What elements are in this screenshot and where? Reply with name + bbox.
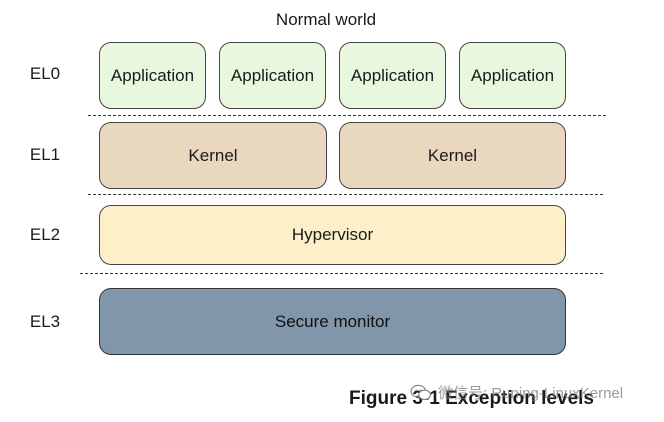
application-label: Application <box>350 65 435 85</box>
el1-label: EL1 <box>29 145 61 164</box>
hypervisor-label: Hypervisor <box>291 225 374 244</box>
watermark-text: 微信号: Runing-LinuxKernel <box>438 385 624 402</box>
watermark: 微信号: Runing-LinuxKernel <box>410 382 623 403</box>
el2-label: EL2 <box>29 225 61 244</box>
application-label: Application <box>470 65 555 85</box>
hypervisor-box: Hypervisor <box>99 205 566 265</box>
secure-monitor-label: Secure monitor <box>274 311 391 331</box>
kernel-label: Kernel <box>188 145 238 165</box>
normal-world-title: Normal world <box>275 10 377 29</box>
application-box-3: Application <box>339 42 446 109</box>
application-label: Application <box>110 65 195 85</box>
application-box-1: Application <box>99 42 206 109</box>
kernel-box-2: Kernel <box>339 122 566 189</box>
application-box-2: Application <box>219 42 326 109</box>
application-label: Application <box>230 65 315 85</box>
el3-label: EL3 <box>29 312 61 331</box>
figure-caption: Figure 3-1 Exception levels <box>349 388 594 409</box>
secure-monitor-box: Secure monitor <box>99 288 566 355</box>
level-divider-el1-el2 <box>88 194 603 195</box>
el0-label: EL0 <box>29 64 61 83</box>
wechat-icon <box>410 384 432 400</box>
level-divider-el0-el1 <box>88 115 606 116</box>
kernel-box-1: Kernel <box>99 122 327 189</box>
kernel-label: Kernel <box>427 145 478 165</box>
application-box-4: Application <box>459 42 566 109</box>
level-divider-el2-el3 <box>80 273 603 274</box>
